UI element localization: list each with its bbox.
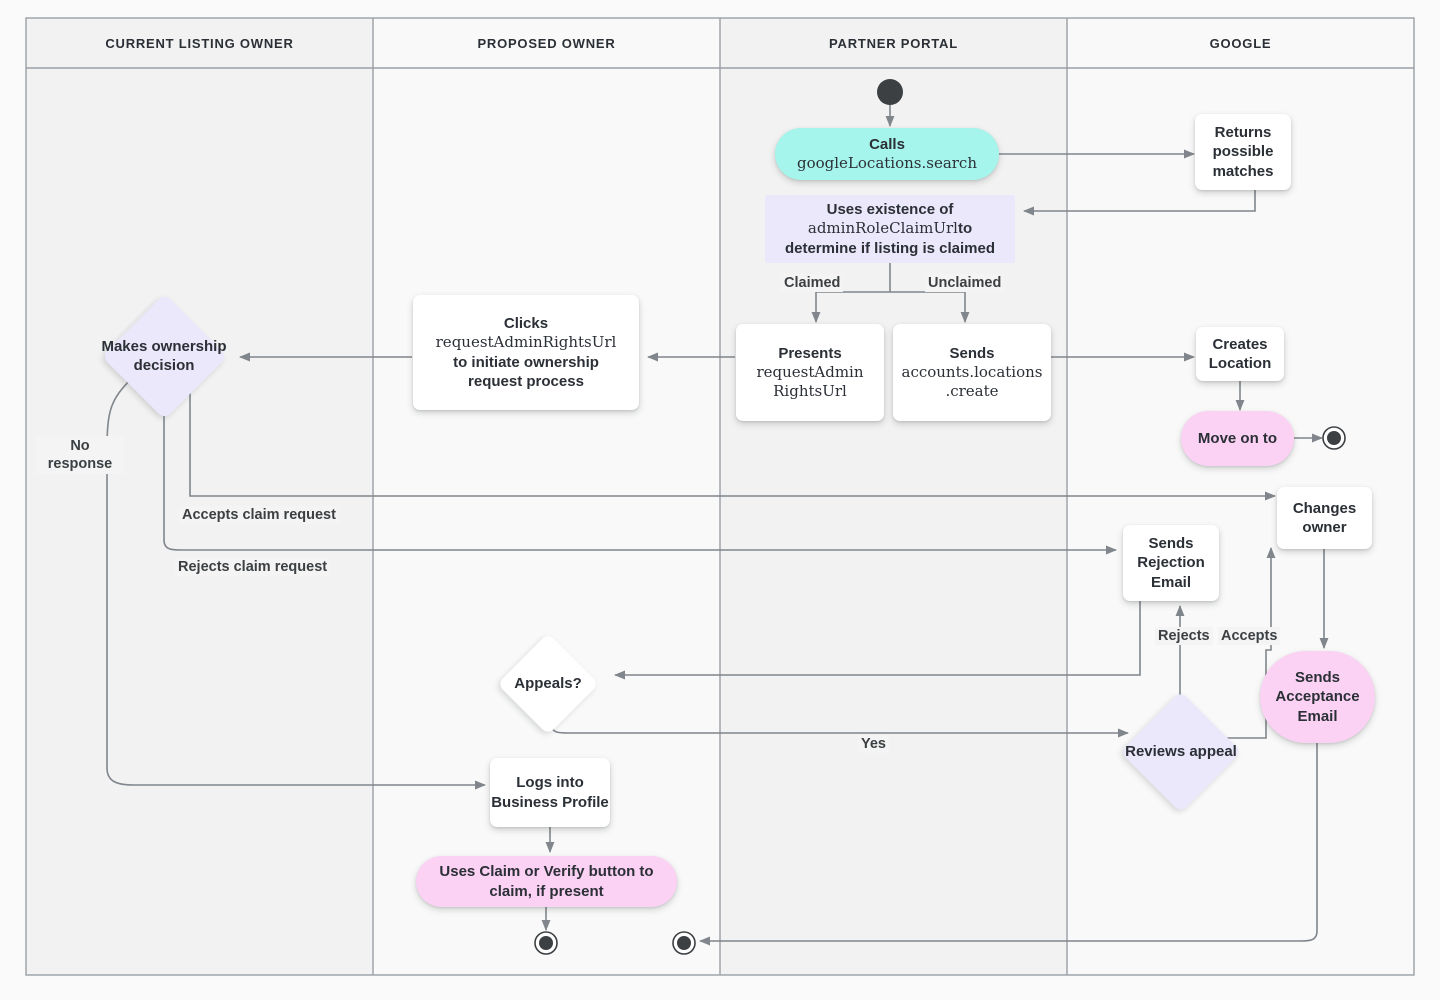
node-label: Appeals?: [514, 674, 582, 692]
start-node: [877, 79, 903, 105]
node-sends-accounts-locations-create[interactable]: Sends accounts.locations .create: [893, 324, 1051, 421]
lane-header-partner-portal: PARTNER PORTAL: [720, 18, 1067, 68]
node-appeals[interactable]: Appeals?: [497, 633, 599, 735]
edge-label-unclaimed: Unclaimed: [925, 274, 1005, 292]
node-label: Makes ownership decision: [101, 337, 227, 374]
node-line-2: requestAdminRightsUrl: [435, 333, 617, 352]
edge-rejects-claim-request: [163, 400, 1118, 555]
node-line-1: Calls: [869, 135, 905, 153]
node-line-1: Sends: [949, 344, 995, 362]
node-presents-request-admin-rights-url[interactable]: Presents requestAdmin RightsUrl: [736, 324, 884, 421]
node-uses-existence-of-admin-role-claim-url: Uses existence of adminRoleClaimUrlto de…: [765, 195, 1015, 263]
lane-header-google: GOOGLE: [1067, 18, 1414, 68]
node-creates-location[interactable]: Creates Location: [1196, 327, 1284, 381]
edge-label-claimed: Claimed: [781, 274, 844, 292]
node-line-2: adminRoleClaimUrl: [807, 219, 958, 238]
node-line-2: googleLocations.search: [796, 154, 977, 172]
node-line-2: requestAdmin: [756, 362, 864, 381]
edge-label-no-response: No response: [36, 436, 124, 475]
node-logs-into-business-profile[interactable]: Logs into Business Profile: [490, 758, 610, 827]
edge-rejection-to-appeals: [613, 601, 1141, 680]
node-line-2b: to: [957, 220, 973, 238]
node-label: Move on to: [1197, 429, 1278, 447]
node-returns-possible-matches[interactable]: Returns possible matches: [1195, 114, 1291, 190]
node-line-3: to initiate ownership: [453, 353, 599, 371]
node-line-3: determine if listing is claimed: [784, 239, 996, 257]
node-label: Returns possible matches: [1212, 124, 1274, 180]
node-calls-google-locations-search[interactable]: Calls googleLocations.search: [775, 128, 999, 180]
node-sends-rejection-email[interactable]: Sends Rejection Email: [1123, 525, 1219, 601]
edge-label-yes: Yes: [858, 735, 889, 753]
edge-label-line-2: response: [47, 456, 113, 473]
node-changes-owner[interactable]: Changes owner: [1277, 487, 1372, 549]
edge-label-rejects: Rejects: [1155, 627, 1213, 645]
lane-header-proposed-owner: PROPOSED OWNER: [373, 18, 720, 68]
node-uses-claim-or-verify-button[interactable]: Uses Claim or Verify button to claim, if…: [416, 856, 677, 907]
edge-returns-to-uses: [1022, 190, 1256, 216]
lane-header-label: PROPOSED OWNER: [477, 35, 616, 51]
end-node-partner-portal: [672, 931, 696, 955]
lane-header-label: CURRENT LISTING OWNER: [105, 35, 294, 51]
edge-reviews-accepts: [1226, 546, 1276, 739]
node-line-3: RightsUrl: [773, 382, 847, 401]
terminal-nodes: [534, 79, 1346, 955]
node-sends-acceptance-email[interactable]: Sends Acceptance Email: [1260, 651, 1375, 743]
node-line-3: .create: [945, 382, 999, 401]
node-label: Changes owner: [1292, 499, 1357, 536]
edge-accepts-claim-request: [189, 390, 1277, 501]
node-line-2: accounts.locations: [901, 362, 1043, 381]
node-clicks-request-admin-rights-url[interactable]: Clicks requestAdminRightsUrl to initiate…: [413, 295, 639, 410]
node-label: Sends Acceptance Email: [1275, 669, 1360, 725]
edge-acceptance-to-end: [698, 733, 1318, 946]
node-makes-ownership-decision[interactable]: Makes ownership decision: [101, 293, 228, 420]
edge-label-accepts-claim-request: Accepts claim request: [179, 506, 339, 524]
edge-label-line-1: No: [70, 438, 90, 454]
node-line-1: Uses existence of: [826, 201, 954, 219]
lane-header-current-listing-owner: CURRENT LISTING OWNER: [26, 18, 373, 68]
node-label: Reviews appeal: [1125, 742, 1237, 760]
node-line-1: Clicks: [503, 315, 549, 333]
edge-label-rejects-claim-request: Rejects claim request: [175, 558, 331, 576]
node-label: Uses Claim or Verify button to claim, if…: [439, 863, 654, 900]
lane-header-label: GOOGLE: [1209, 35, 1272, 51]
node-line-1: Presents: [778, 344, 842, 362]
edge-label-accepts: Accepts: [1218, 627, 1281, 645]
node-label: Creates Location: [1208, 335, 1272, 372]
node-move-on-to[interactable]: Move on to: [1181, 411, 1294, 466]
node-line-4: request process: [468, 372, 584, 390]
end-node-google: [1322, 426, 1346, 450]
end-node-proposed-owner: [534, 931, 558, 955]
lane-header-label: PARTNER PORTAL: [829, 35, 958, 51]
node-label: Sends Rejection Email: [1137, 535, 1205, 591]
node-label: Logs into Business Profile: [491, 774, 609, 811]
node-reviews-appeal[interactable]: Reviews appeal: [1120, 691, 1242, 813]
